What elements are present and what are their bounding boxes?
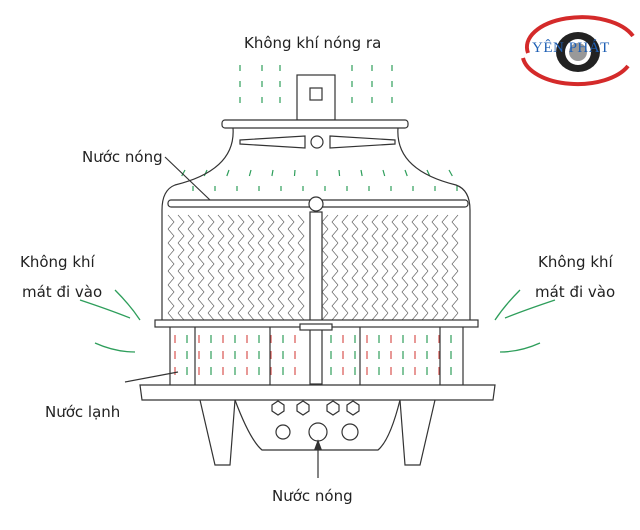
center-pipe xyxy=(309,211,323,385)
fill-chevron xyxy=(217,214,225,328)
label-hot-air-out: Không khí nóng ra xyxy=(244,34,382,52)
hot-air-dash xyxy=(181,169,186,177)
label-cool-air-left-1: Không khí xyxy=(20,253,95,271)
fill-chevron xyxy=(197,214,205,328)
fan-cap xyxy=(221,119,409,129)
fill-chevron xyxy=(431,214,439,328)
logo xyxy=(521,15,635,87)
hot-air-dash xyxy=(382,169,386,177)
fill-chevron xyxy=(207,214,215,328)
fan-blades xyxy=(239,135,396,149)
hot-air-dash xyxy=(226,169,230,177)
fill-chevron xyxy=(177,214,185,328)
fill-chevron xyxy=(351,214,359,328)
logo-text: YÊN PHÁT xyxy=(532,40,610,56)
fan-hub xyxy=(310,135,324,149)
fill-chevron xyxy=(267,214,275,328)
hot-air-dash xyxy=(271,169,274,177)
fill-chevron xyxy=(237,214,245,328)
motor-box xyxy=(309,87,323,101)
fill-chevron xyxy=(287,214,295,328)
label-cool-air-right-2: mát đi vào xyxy=(535,283,616,301)
pipe-nuts xyxy=(271,400,360,442)
fill-chevron xyxy=(411,214,419,328)
hot-air-dash xyxy=(426,169,431,177)
fill-chevron xyxy=(441,214,449,328)
inflow-arrows xyxy=(79,289,556,353)
hot-air-dash xyxy=(293,169,296,177)
fill-chevron xyxy=(297,214,305,328)
hot-air-dash xyxy=(338,169,341,177)
hot-air-dash xyxy=(404,169,408,177)
basin xyxy=(234,399,401,451)
fill-chevron xyxy=(321,214,329,328)
cold-water-pointer xyxy=(124,371,179,383)
hot-air-dash xyxy=(248,169,252,177)
fill-chevron xyxy=(257,214,265,328)
sprinkler-head xyxy=(308,196,324,212)
fill-chevron xyxy=(381,214,389,328)
label-cold-water: Nước lạnh xyxy=(45,403,121,421)
label-hot-water-out: Nước nóng xyxy=(272,487,353,505)
hot-air-dash xyxy=(448,169,453,177)
fill-chevron xyxy=(421,214,429,328)
motor xyxy=(296,74,336,121)
fill-chevron xyxy=(227,214,235,328)
label-hot-water-in: Nước nóng xyxy=(82,148,163,166)
label-cool-air-right-1: Không khí xyxy=(538,253,613,271)
base-slab xyxy=(139,384,496,401)
fill-chevron xyxy=(277,214,285,328)
fill-chevron xyxy=(331,214,339,328)
legs xyxy=(199,399,436,466)
hot-water-pointer xyxy=(164,156,211,201)
tower-shell xyxy=(161,127,471,320)
fill-chevron xyxy=(341,214,349,328)
label-cool-air-left-2: mát đi vào xyxy=(22,283,103,301)
fill-chevron xyxy=(247,214,255,328)
tower-outline xyxy=(124,74,496,478)
fill-chevron xyxy=(361,214,369,328)
fill-chevron xyxy=(401,214,409,328)
fill-chevron xyxy=(391,214,399,328)
hot-air-dash xyxy=(360,169,363,177)
fill-chevron xyxy=(451,214,459,328)
fill-chevron xyxy=(167,214,175,328)
fill-chevron xyxy=(187,214,195,328)
fill-chevron xyxy=(371,214,379,328)
panel-lines xyxy=(169,327,464,385)
